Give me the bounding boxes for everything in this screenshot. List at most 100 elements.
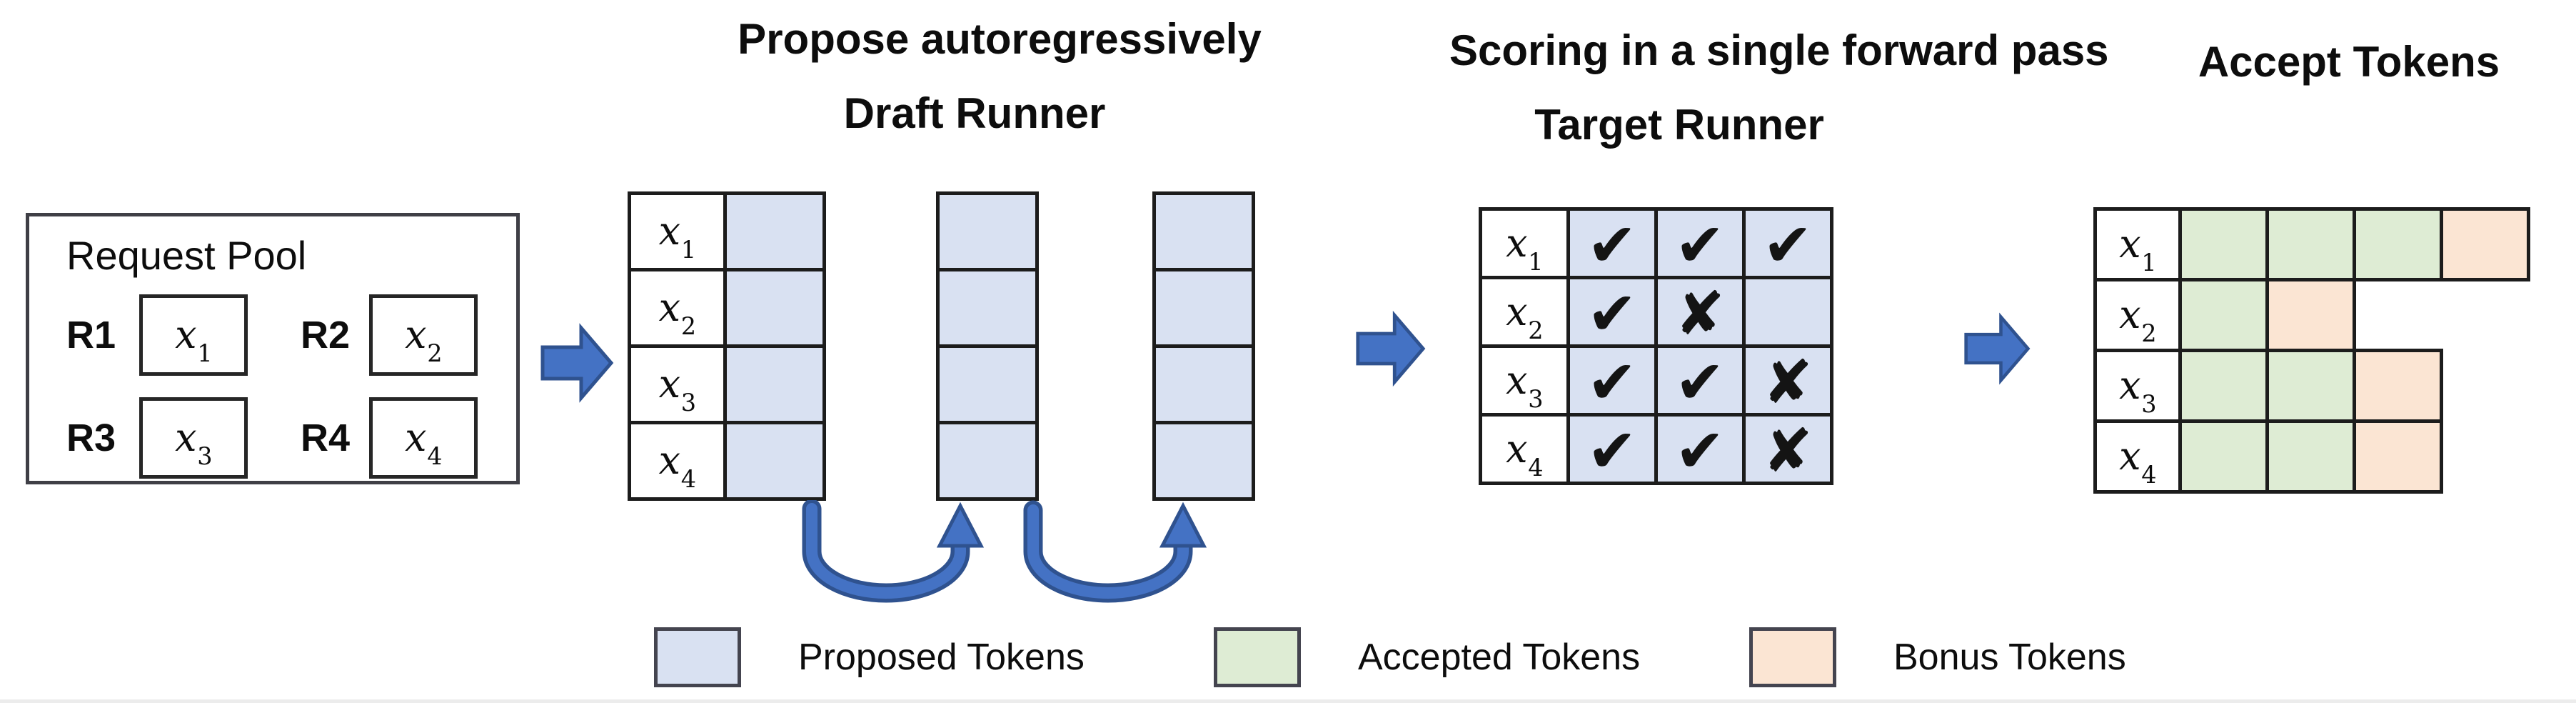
target-label-x4: x4 [1479, 413, 1570, 485]
autoregressive-loop-arrows [771, 499, 1235, 614]
accepted-token-swatch [1214, 627, 1301, 687]
loop-arrow-icon-1 [802, 499, 985, 603]
legend-item-proposed: Proposed Tokens [654, 626, 1085, 689]
target-scoring-grid: x1 ✔ ✔ ✔ x2 ✔ ✘ x3 ✔ ✔ ✘ x4 ✔ [1479, 207, 1833, 485]
proposed-token-swatch [654, 627, 741, 687]
proposed-token-cell [1152, 344, 1255, 424]
draft-label-x4: x4 [628, 421, 727, 501]
draft-row-1: x1 [628, 191, 826, 271]
scoring-title: Scoring in a single forward pass [1449, 26, 2109, 74]
slide-bottom-edge [0, 699, 2576, 703]
draft-label-x3: x3 [628, 344, 727, 424]
draft-row-2: x2 [628, 268, 826, 348]
bonus-token-cell [2353, 419, 2443, 494]
check-icon: ✔ [1654, 344, 1746, 417]
check-icon: ✔ [1742, 207, 1833, 279]
request-pool-row-1: R1 x1 R2 x2 [66, 294, 516, 376]
loop-arrow-icon-2 [1023, 500, 1207, 603]
accept-label-x3: x3 [2093, 349, 2182, 423]
draft-table: x1 x2 x3 x4 [628, 191, 826, 501]
target-row-1: x1 ✔ ✔ ✔ [1479, 207, 1833, 279]
target-row-3: x3 ✔ ✔ ✘ [1479, 344, 1833, 417]
check-icon: ✔ [1566, 276, 1658, 348]
token-x4: x4 [405, 415, 443, 471]
accepted-token-cell [2178, 349, 2269, 423]
draft-row-4: x4 [628, 421, 826, 501]
check-icon: ✔ [1566, 207, 1658, 279]
draft-runner-title: Draft Runner [843, 89, 1106, 137]
proposed-token-cell [1152, 421, 1255, 501]
legend-label-bonus: Bonus Tokens [1893, 637, 2126, 678]
legend-item-bonus: Bonus Tokens [1749, 626, 2126, 689]
check-icon: ✔ [1654, 413, 1746, 485]
accepted-token-cell [2265, 207, 2356, 281]
accepted-token-cell [2353, 207, 2443, 281]
proposed-token-cell [723, 344, 826, 424]
check-icon: ✔ [1654, 207, 1746, 279]
token-box-x4: x4 [369, 397, 478, 479]
request-pool-box: Request Pool R1 x1 R2 x2 R3 x3 R4 x4 [26, 213, 520, 484]
accept-tokens-title: Accept Tokens [2198, 38, 2500, 86]
flow-arrow-icon-2 [1355, 309, 1427, 389]
bonus-token-cell [2265, 278, 2356, 352]
target-row-2: x2 ✔ ✘ [1479, 276, 1833, 348]
flow-arrow-icon-3 [1963, 310, 2031, 387]
accepted-token-cell [2178, 207, 2269, 281]
proposed-token-cell [723, 268, 826, 348]
accepted-token-cell [2178, 278, 2269, 352]
bonus-token-cell [2353, 349, 2443, 423]
token-x1: x1 [175, 312, 213, 368]
token-box-x1: x1 [139, 294, 248, 376]
draft-proposal-column-3 [1152, 191, 1255, 501]
draft-row-3: x3 [628, 344, 826, 424]
proposed-token-cell [936, 191, 1039, 271]
proposed-token-cell [1152, 268, 1255, 348]
accept-row-1: x1 [2093, 207, 2530, 281]
bonus-token-swatch [1749, 627, 1836, 687]
legend-label-proposed: Proposed Tokens [798, 637, 1085, 678]
legend-item-accepted: Accepted Tokens [1214, 626, 1640, 689]
propose-title: Propose autoregressively [738, 15, 1262, 63]
request-label-r1: R1 [66, 314, 116, 357]
accepted-token-cell [2178, 419, 2269, 494]
flow-arrow-icon-1 [540, 323, 615, 403]
proposed-token-cell [936, 421, 1039, 501]
cross-icon: ✘ [1742, 413, 1833, 485]
check-icon: ✔ [1566, 413, 1658, 485]
token-box-x2: x2 [369, 294, 478, 376]
token-x3: x3 [175, 415, 213, 471]
accept-label-x1: x1 [2093, 207, 2182, 281]
draft-label-x2: x2 [628, 268, 727, 348]
accept-row-2: x2 [2093, 278, 2530, 352]
token-x2: x2 [405, 312, 443, 368]
request-label-r2: R2 [301, 314, 351, 357]
request-pool-row-2: R3 x3 R4 x4 [66, 397, 516, 479]
check-icon: ✔ [1566, 344, 1658, 417]
cross-icon: ✘ [1654, 276, 1746, 348]
accepted-token-cell [2265, 419, 2356, 494]
accept-row-4: x4 [2093, 419, 2530, 494]
accept-tokens-grid: x1 x2 x3 x4 [2093, 207, 2530, 494]
proposed-token-cell [936, 268, 1039, 348]
accepted-token-cell [2265, 349, 2356, 423]
accept-row-3: x3 [2093, 349, 2530, 423]
accept-label-x4: x4 [2093, 419, 2182, 494]
proposed-token-cell [936, 344, 1039, 424]
token-box-x3: x3 [139, 397, 248, 479]
empty-score-cell [1742, 276, 1833, 348]
target-label-x3: x3 [1479, 344, 1570, 417]
cross-icon: ✘ [1742, 344, 1833, 417]
request-label-r4: R4 [301, 417, 351, 459]
target-label-x2: x2 [1479, 276, 1570, 348]
target-row-4: x4 ✔ ✔ ✘ [1479, 413, 1833, 485]
proposed-token-cell [723, 421, 826, 501]
accept-label-x2: x2 [2093, 278, 2182, 352]
legend-label-accepted: Accepted Tokens [1358, 637, 1641, 678]
target-label-x1: x1 [1479, 207, 1570, 279]
request-label-r3: R3 [66, 417, 116, 459]
proposed-token-cell [723, 191, 826, 271]
draft-label-x1: x1 [628, 191, 727, 271]
draft-proposal-column-2 [936, 191, 1039, 501]
bonus-token-cell [2440, 207, 2530, 281]
